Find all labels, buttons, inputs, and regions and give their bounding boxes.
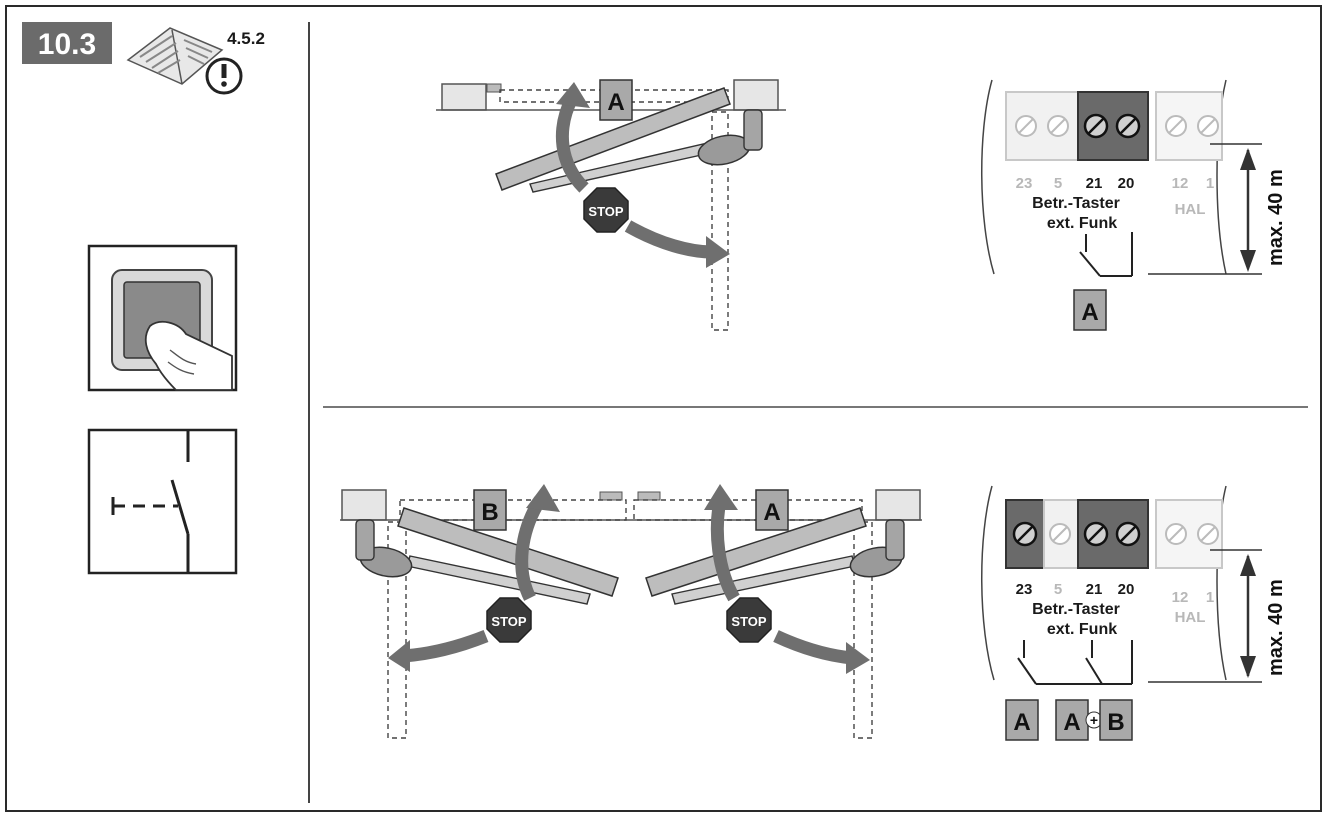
bottom-gate-label-left: B bbox=[481, 499, 498, 526]
bottom-terminal-caption: Betr.-Taster bbox=[1032, 601, 1120, 618]
bottom-gate-label-right: A bbox=[763, 499, 780, 526]
top-terminal-caption-2: ext. Funk bbox=[1047, 215, 1117, 232]
bottom-switch-label-1: A bbox=[1013, 709, 1030, 736]
stop-sign-icon: STOP bbox=[726, 597, 772, 643]
bottom-max-length: max. 40 m bbox=[1265, 579, 1287, 676]
top-switch-label-box: A bbox=[1073, 289, 1107, 331]
bottom-stop-text-left: STOP bbox=[491, 614, 526, 629]
top-terminal-label: 12 bbox=[1172, 175, 1189, 192]
manual-reference: 4.5.2 bbox=[227, 29, 265, 48]
top-terminal-label: 1 bbox=[1206, 175, 1214, 192]
manual-book-icon bbox=[126, 27, 224, 85]
bottom-terminal-label: 23 bbox=[1016, 581, 1033, 598]
bottom-right-caption: HAL bbox=[1175, 609, 1206, 626]
top-switch-wiring bbox=[1079, 232, 1133, 277]
push-button-icon bbox=[87, 244, 238, 392]
bottom-gate-diagram bbox=[340, 484, 922, 739]
bottom-terminal-label: 21 bbox=[1086, 581, 1103, 598]
top-max-length: max. 40 m bbox=[1265, 169, 1287, 266]
section-badge: 10.3 bbox=[22, 22, 112, 64]
stop-sign-icon: STOP bbox=[486, 597, 532, 643]
top-stop-text: STOP bbox=[588, 204, 623, 219]
bottom-terminal-block bbox=[980, 485, 1227, 681]
bottom-terminal-label: 12 bbox=[1172, 589, 1189, 606]
stop-sign-icon: STOP bbox=[583, 187, 629, 233]
top-right-caption: HAL bbox=[1175, 201, 1206, 218]
bottom-stop-text-right: STOP bbox=[731, 614, 766, 629]
bottom-switch-plus: + bbox=[1090, 712, 1098, 728]
top-terminal-block bbox=[980, 79, 1227, 275]
bottom-terminal-caption-2: ext. Funk bbox=[1047, 621, 1117, 638]
top-terminal-label: 23 bbox=[1016, 175, 1033, 192]
top-gate-diagram bbox=[436, 79, 786, 331]
switch-symbol-icon bbox=[87, 428, 238, 575]
bottom-dimension-marker bbox=[1148, 549, 1262, 683]
bottom-gate-label-box-left: B bbox=[473, 489, 507, 531]
top-gate-label: A bbox=[607, 89, 624, 116]
exclamation-circle-icon bbox=[205, 57, 243, 95]
bottom-terminal-label: 5 bbox=[1054, 581, 1062, 598]
bottom-terminal-label: 1 bbox=[1206, 589, 1214, 606]
top-terminal-label: 5 bbox=[1054, 175, 1062, 192]
top-switch-label: A bbox=[1081, 299, 1098, 326]
top-terminal-label: 20 bbox=[1118, 175, 1135, 192]
section-number: 10.3 bbox=[38, 28, 96, 61]
bottom-switch-label-box-2: A + B bbox=[1055, 699, 1133, 741]
bottom-switch-wiring bbox=[1017, 640, 1133, 685]
top-gate-label-box: A bbox=[599, 79, 633, 121]
outer-border bbox=[5, 5, 1322, 812]
top-dimension-marker bbox=[1148, 143, 1262, 275]
bottom-switch-label-2a: A bbox=[1063, 709, 1080, 736]
bottom-gate-label-box-right: A bbox=[755, 489, 789, 531]
bottom-switch-label-2b: B bbox=[1107, 709, 1124, 736]
top-terminal-caption: Betr.-Taster bbox=[1032, 195, 1120, 212]
top-terminal-label: 21 bbox=[1086, 175, 1103, 192]
bottom-switch-label-box-1: A bbox=[1005, 699, 1039, 741]
bottom-terminal-label: 20 bbox=[1118, 581, 1135, 598]
